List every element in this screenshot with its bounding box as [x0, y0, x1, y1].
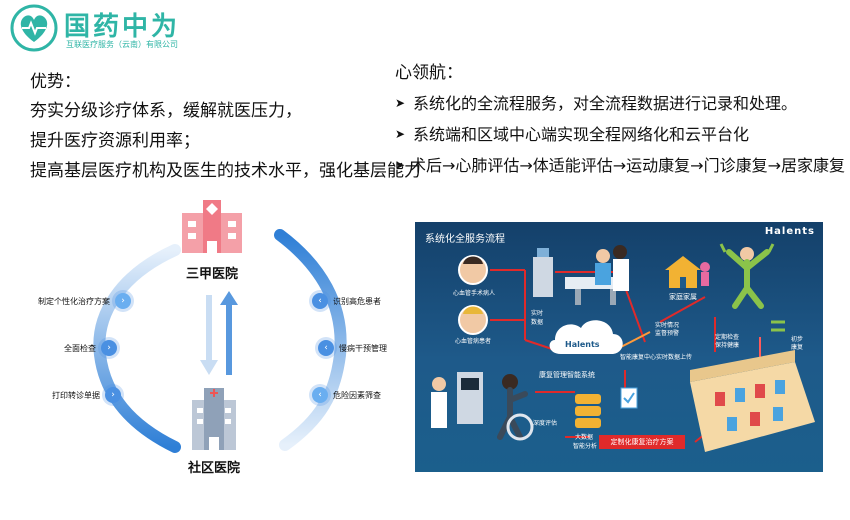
left-step-label: 制定个性化治疗方案 — [38, 296, 110, 306]
upload-note-label: 智能康复中心实时数据上传 — [620, 354, 693, 361]
right-step: ‹ 危险因素筛查 — [312, 387, 381, 403]
chevron-left-icon: ‹ — [318, 340, 334, 356]
service-flow-title: 系统化全服务流程 — [425, 234, 505, 245]
smart-analysis-label: 智能分析 — [573, 443, 598, 450]
arrow-bullet-icon: ➤ — [395, 127, 406, 141]
referral-arcs — [93, 200, 347, 453]
chronic-patient-label: 心血管病患者 — [455, 338, 492, 345]
left-step: 全面检查 › — [64, 340, 117, 356]
navigation-item-text: 系统化的全流程服务，对全流程数据进行记录和处理。 — [413, 94, 798, 113]
deep-eval-label: 深度评估 — [533, 420, 558, 427]
chevron-right-icon: › — [115, 293, 131, 309]
right-step-label: 识别高危患者 — [333, 296, 381, 306]
right-step-label: 危险因素筛查 — [333, 390, 381, 400]
service-flow-panel: 系统化全服务流程 Halents 心血管手术病人 心血管病患者 实时数据 Hal… — [415, 222, 823, 472]
arrow-bullet-icon: ➤ — [395, 96, 406, 110]
big-data-label: 大数据 — [575, 434, 594, 441]
top-hospital-icon — [182, 200, 242, 253]
logo-heart-icon — [10, 4, 58, 52]
chevron-left-icon: ‹ — [312, 293, 328, 309]
bottom-hospital-label: 社区医院 — [188, 461, 241, 476]
left-step: 制定个性化治疗方案 › — [38, 293, 131, 309]
navigation-section: 心领航： ➤ 系统化的全流程服务，对全流程数据进行记录和处理。 ➤ 系统端和区域… — [395, 58, 845, 181]
company-logo: 国药中为 互联医疗服务（云南）有限公司 — [10, 4, 230, 54]
cloud-brand-label: Halents — [565, 340, 600, 349]
home-label: 家庭家属 — [669, 293, 697, 301]
navigation-item: ➤ 系统化的全流程服务，对全流程数据进行记录和处理。 — [395, 88, 845, 119]
advantage-line: 提高基层医疗机构及医生的技术水平，强化基层能力 — [30, 161, 421, 181]
navigation-item: ➤ 术后→心肺评估→体适能评估→运动康复→门诊康复→居家康复 — [395, 150, 845, 181]
advantages-section: 优势： 夯实分级诊疗体系，缓解就医压力， 提升医疗资源利用率； 提高基层医疗机构… — [30, 68, 421, 186]
keep-healthy-label: 保持健康 — [715, 342, 740, 349]
left-arc — [93, 244, 181, 453]
advantages-title: 优势： — [30, 72, 81, 92]
service-flow-brand: Halents — [764, 226, 815, 237]
navigation-title: 心领航： — [395, 63, 463, 83]
service-flow-graphic — [431, 243, 815, 452]
navigation-item-text: 术后→心肺评估→体适能评估→运动康复→门诊康复→居家康复 — [409, 156, 845, 175]
logo-subtitle: 互联医疗服务（云南）有限公司 — [66, 40, 178, 49]
realtime-monitor-label: 实时情况 — [655, 322, 680, 329]
chevron-right-icon: › — [101, 340, 117, 356]
right-step: ‹ 慢病干预管理 — [318, 340, 387, 356]
logo-name: 国药中为 — [64, 12, 181, 42]
monitor-alert-label: 监督预警 — [655, 330, 680, 337]
left-step-label: 全面检查 — [64, 343, 96, 353]
left-step: 打印转诊单据 › — [52, 387, 121, 403]
top-hospital-label: 三甲医院 — [186, 267, 239, 282]
arrow-bullet-icon: ➤ — [395, 158, 406, 172]
navigation-item-text: 系统端和区域中心端实现全程网络化和云平台化 — [413, 125, 750, 144]
left-step-label: 打印转诊单据 — [52, 390, 100, 400]
rehab-center-label: 康复管理智能系统 — [539, 371, 595, 379]
periodic-check-label: 定期检查 — [715, 334, 740, 341]
initial-rehab-label: 初步 — [791, 336, 804, 343]
right-step: ‹ 识别高危患者 — [312, 293, 381, 309]
bottom-hospital-icon — [192, 388, 236, 450]
right-step-label: 慢病干预管理 — [339, 343, 387, 353]
rehab-label: 康复 — [791, 344, 804, 351]
referral-diagram: 三甲医院 社区医院 制定个性化治疗方案 › 全面检查 › 打印转诊单据 › ‹ … — [0, 195, 400, 520]
surgery-patient-label: 心血管手术病人 — [453, 290, 496, 297]
chevron-left-icon: ‹ — [312, 387, 328, 403]
chevron-right-icon: › — [105, 387, 121, 403]
advantage-line: 夯实分级诊疗体系，缓解就医压力， — [30, 101, 302, 121]
up-arrow — [220, 291, 238, 375]
right-arc — [274, 229, 347, 451]
down-arrow — [200, 295, 218, 375]
custom-plan-tag: 定制化康复治疗方案 — [599, 435, 685, 449]
realtime-data-label: 实时数据 — [531, 310, 544, 326]
navigation-item: ➤ 系统端和区域中心端实现全程网络化和云平台化 — [395, 119, 845, 150]
advantage-line: 提升医疗资源利用率； — [30, 131, 200, 151]
